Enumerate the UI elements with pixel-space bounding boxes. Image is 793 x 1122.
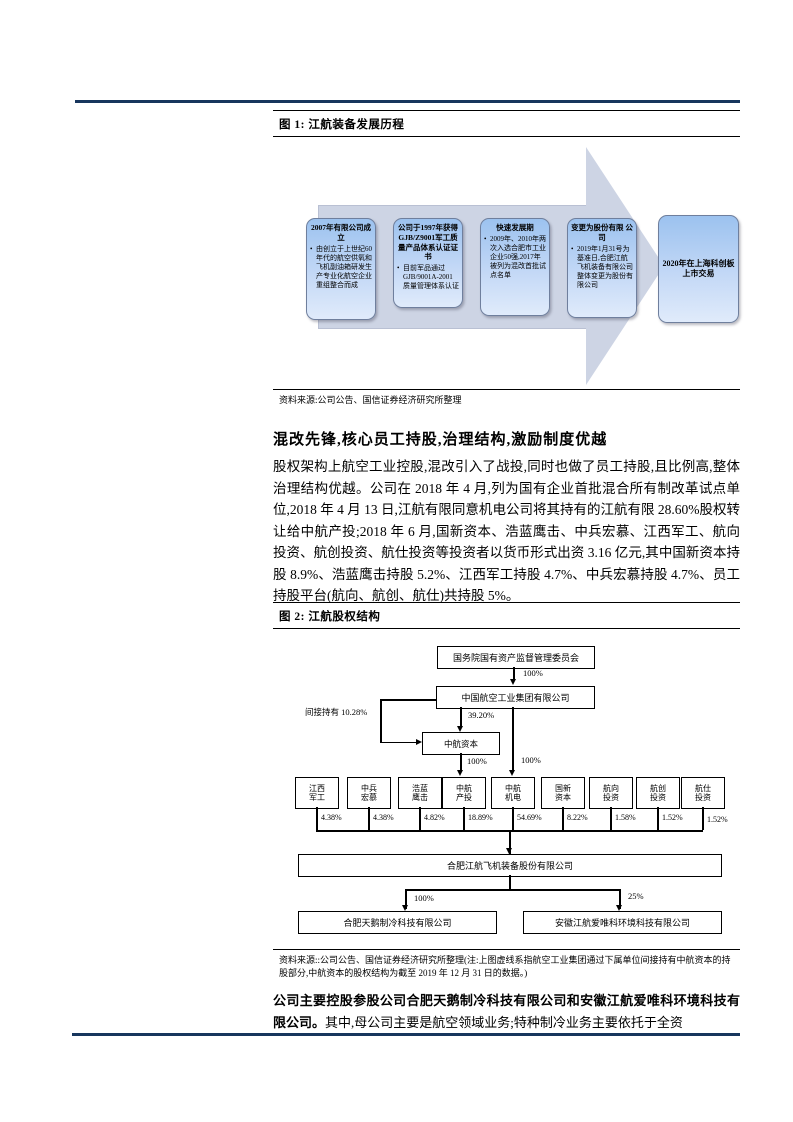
holder-name: 航向投资	[602, 783, 619, 802]
pct-label: 100%	[523, 668, 543, 678]
pct-label: 100%	[414, 893, 434, 903]
indirect-line	[380, 699, 382, 743]
timeline-box-bullet: 目前军品通过GJB/9001A-2001质量管理体系认证	[394, 264, 462, 293]
node-avic-capital: 中航资本	[422, 732, 500, 755]
paragraph-rest: 其中,母公司主要是航空领域业务;特种制冷业务主要依托于全资	[325, 1014, 683, 1030]
holder-name: 航仕投资	[694, 783, 711, 802]
holder-name: 江西军工	[308, 783, 325, 802]
node-subsidiary-right: 安徽江航爱唯科环境科技有限公司	[523, 911, 722, 934]
holder-pct: 8.22%	[567, 813, 588, 822]
connector-line	[509, 830, 511, 854]
holder-pct: 4.82%	[424, 813, 445, 822]
timeline-box-1997: 公司于1997年获得GJB/Z9001军工质量产品体系认证证书 目前军品通过GJ…	[393, 218, 463, 308]
figure-2-source: 资料来源::公司公告、国信证券经济研究所整理(注:上图虚线系指航空工业集团通过下…	[273, 949, 740, 980]
node-holder: 航仕投资	[681, 777, 725, 809]
holder-name: 中航机电	[504, 783, 521, 802]
top-rule	[75, 100, 740, 103]
connector-line	[368, 807, 370, 830]
arrowhead	[510, 679, 516, 685]
connector-line	[619, 889, 621, 909]
node-holder: 中航机电	[491, 777, 535, 809]
arrowhead	[402, 905, 408, 911]
holder-name: 中航产投	[455, 783, 472, 802]
timeline-box-bullet: 2009年、2010年两次入选合肥市工业企业50强,2017年被列为混改首批试点…	[481, 235, 549, 282]
node-holder: 江西军工	[295, 777, 339, 809]
timeline-box-growth: 快速发展期 2009年、2010年两次入选合肥市工业企业50强,2017年被列为…	[480, 218, 550, 316]
timeline-box-ipo: 2020年在上海科创板上市交易	[658, 215, 739, 323]
holder-name: 航创投资	[649, 783, 666, 802]
node-holder: 浩蓝鹰击	[398, 777, 442, 809]
node-avic: 中国航空工业集团有限公司	[436, 686, 595, 709]
arrowhead	[416, 739, 422, 745]
arrowhead	[509, 770, 515, 776]
arrowhead	[506, 848, 512, 854]
connector-line	[512, 707, 514, 772]
connector-line	[460, 707, 462, 728]
indirect-line	[380, 699, 436, 701]
indirect-holding-label: 间接持有 10.28%	[305, 707, 368, 717]
connector-line	[512, 807, 514, 830]
connector-line	[562, 807, 564, 830]
holder-pct: 1.52%	[662, 813, 683, 822]
node-holder: 航向投资	[589, 777, 633, 809]
arrowhead	[457, 770, 463, 776]
node-holder: 航创投资	[636, 777, 680, 809]
arrowhead	[457, 726, 463, 732]
timeline-diagram: 2007年有限公司成立 由创立于上世纪60年代的航空供氧和飞机副油箱研发生产专业…	[273, 137, 740, 389]
figure-2: 图 2: 江航股权结构 国务院国有资产监督管理委员会 100% 中国航空工业集团…	[273, 602, 740, 980]
timeline-box-title: 快速发展期	[496, 223, 534, 232]
holder-pct: 18.89%	[468, 813, 493, 822]
body-paragraph-1: 股权架构上航空工业控股,混改引入了战投,同时也做了员工持股,且比例高,整体治理结…	[273, 459, 740, 603]
pct-label: 100%	[521, 755, 541, 765]
figure-1: 图 1: 江航装备发展历程 2007年有限公司成立 由创立于上世纪60年代的航空…	[273, 110, 740, 407]
connector-line	[419, 807, 421, 830]
timeline-box-title: 公司于1997年获得GJB/Z9001军工质量产品体系认证证书	[398, 223, 458, 262]
timeline-box-2007: 2007年有限公司成立 由创立于上世纪60年代的航空供氧和飞机副油箱研发生产专业…	[306, 218, 376, 320]
node-sasac: 国务院国有资产监督管理委员会	[437, 646, 595, 669]
figure-1-source: 资料来源:公司公告、国信证券经济研究所整理	[273, 389, 740, 407]
timeline-box-title: 变更为股份有限 公司	[571, 223, 633, 242]
arrowhead	[616, 905, 622, 911]
timeline-box-bullet: 由创立于上世纪60年代的航空供氧和飞机副油箱研发生产专业化航空企业重组整合而成	[307, 245, 375, 292]
figure-2-title: 图 2: 江航股权结构	[273, 602, 740, 629]
bottom-rule	[72, 1033, 740, 1036]
connector-line	[316, 807, 318, 830]
pct-label: 25%	[628, 891, 644, 901]
section-heading: 混改先锋,核心员工持股,治理结构,激励制度优越	[273, 432, 608, 448]
holder-pct: 54.69%	[517, 813, 542, 822]
node-holder: 国新资本	[541, 777, 585, 809]
holder-pct: 4.38%	[321, 813, 342, 822]
holder-name: 中兵宏慕	[360, 783, 377, 802]
paragraph-bold-lead: 公司主要控股参股公司合肥天鹅制冷科技有限公司和安徽江航爱唯科环境科技有限公司。	[273, 993, 740, 1030]
connector-line	[405, 889, 620, 891]
connector-line	[460, 753, 462, 772]
pct-label: 100%	[467, 756, 487, 766]
connector-line	[405, 889, 407, 909]
connector-line	[513, 667, 515, 681]
connector-line	[610, 807, 612, 830]
connector-line	[509, 875, 511, 889]
connector-line	[463, 807, 465, 830]
holder-name: 国新资本	[554, 783, 571, 802]
holder-pct: 4.38%	[373, 813, 394, 822]
holder-pct: 1.58%	[615, 813, 636, 822]
holder-pct: 1.52%	[707, 815, 728, 824]
holder-name: 浩蓝鹰击	[411, 783, 428, 802]
timeline-box-bullet: 2019年1月31号为基准日,合肥江航飞机装备有限公司整体变更为股份有限公司	[568, 245, 636, 292]
pct-label: 39.20%	[468, 710, 495, 720]
figure-1-title: 图 1: 江航装备发展历程	[273, 110, 740, 137]
connector-line	[657, 807, 659, 830]
timeline-box-title: 2020年在上海科创板上市交易	[662, 258, 735, 278]
connector-line	[702, 807, 704, 830]
indirect-line	[380, 741, 417, 743]
node-company: 合肥江航飞机装备股份有限公司	[298, 854, 722, 877]
body-paragraph-2: 公司主要控股参股公司合肥天鹅制冷科技有限公司和安徽江航爱唯科环境科技有限公司。其…	[273, 990, 740, 1033]
node-holder: 中兵宏慕	[347, 777, 391, 809]
ownership-org-chart: 国务院国有资产监督管理委员会 100% 中国航空工业集团有限公司 间接持有 10…	[273, 629, 740, 949]
node-subsidiary-left: 合肥天鹅制冷科技有限公司	[298, 911, 497, 934]
node-holder: 中航产投	[442, 777, 486, 809]
timeline-box-joint-stock: 变更为股份有限 公司 2019年1月31号为基准日,合肥江航飞机装备有限公司整体…	[567, 218, 637, 318]
timeline-box-title: 2007年有限公司成立	[311, 223, 371, 242]
